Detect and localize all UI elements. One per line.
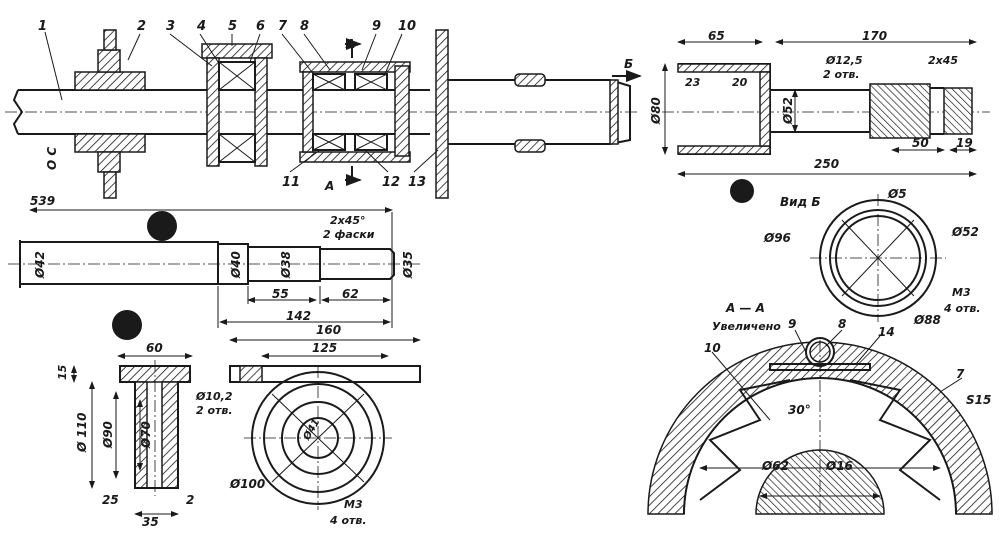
callout-12: 12 [382,175,400,190]
cup-part: 60 15 Ø 110 Ø90 Ø70 25 2 35 [56,341,194,529]
black-dot-marker [147,211,177,241]
callout-10: 10 [398,19,416,34]
dim-142: 142 [286,309,311,323]
callout-10: 10 [704,341,721,355]
callout-3: 3 [166,19,175,34]
flange-13 [435,29,631,199]
dim-50: 50 [912,136,929,150]
callout-6: 6 [256,19,265,34]
dia-16: Ø16 [825,459,853,473]
hole-note-dia: Ø12,5 [825,54,863,67]
radius-s15: S15 [966,393,991,407]
dia-5: Ø5 [887,187,907,201]
dim-160: 160 [316,323,341,337]
flange-part: 160 125 Ø10,2 2 отв. Ø41 Ø100 М3 4 отв. [195,323,421,527]
dim-15: 15 [56,364,69,380]
view-b: Вид Б Ø5 Ø96 Ø52 М3 4 отв. Ø88 [763,187,981,327]
assembly-callouts: 1 2 3 4 5 6 7 8 9 10 11 12 13 O C A A Б [38,19,642,193]
axis-label: O C [45,147,59,170]
callout-1: 1 [38,19,47,34]
hole-count: 2 отв. [196,404,233,417]
dia-96: Ø96 [763,231,791,245]
sleeve-part: 65 170 23 20 Ø12,5 2 отв. 2x45 Ø80 Ø52 5… [649,29,990,177]
shaft-part: 539 2x45° 2 фаски Ø42 Ø40 Ø38 Ø35 55 62 … [8,194,420,328]
dim-539: 539 [30,194,55,208]
angle-30: 30° [788,403,811,417]
callout-5: 5 [228,19,237,34]
thread-m3: М3 [952,286,971,299]
callout-14: 14 [878,325,895,339]
dia-100: Ø100 [229,477,265,491]
dia-80: Ø80 [649,97,663,125]
dim-65: 65 [708,29,725,43]
callout-4: 4 [196,19,206,34]
dim-125: 125 [312,341,337,355]
gear-2 [74,29,146,199]
dia-42: Ø42 [33,251,47,279]
callout-7: 7 [956,367,965,381]
section-title: А — А [725,301,765,315]
dim-23: 23 [685,76,701,89]
dim-170: 170 [862,29,887,43]
dia-52: Ø52 [951,225,979,239]
dim-20: 20 [732,76,748,89]
section-mark-bottom: A [324,179,334,193]
dim-35: 35 [142,515,159,529]
callout-8: 8 [300,19,309,34]
callout-9: 9 [788,317,796,331]
dia-35: Ø35 [401,251,415,279]
hole-dia: Ø10,2 [195,390,233,403]
dim-60: 60 [146,341,163,355]
dim-250: 250 [814,157,839,171]
dia-40: Ø40 [229,251,243,279]
view-mark: Б [624,57,633,71]
dim-62: 62 [342,287,359,301]
bearing-housing-left [201,43,273,167]
dim-25: 25 [102,493,119,507]
callout-11: 11 [282,175,300,190]
dia-88: Ø88 [913,313,941,327]
dia-52: Ø52 [781,97,795,125]
thread-count: 4 отв. [329,514,367,527]
dia-110: Ø 110 [75,413,89,453]
thread-count: 4 отв. [943,302,981,315]
callout-8: 8 [838,317,846,331]
chamfer-count: 2 фаски [323,228,375,241]
black-dot-marker [112,310,142,340]
dim-55: 55 [272,287,289,301]
bearing-housing-right [299,61,411,163]
dia-38: Ø38 [279,251,293,279]
section-aa: А — А Увеличено 9 8 14 10 7 30° S15 Ø62 … [647,301,993,515]
hole-note-count: 2 отв. [823,68,860,81]
callout-7: 7 [278,19,288,34]
assembly-view: 1 2 3 4 5 6 7 8 9 10 11 12 13 O C A A Б [5,19,642,199]
chamfer-note: 2x45 [928,54,958,67]
callout-2: 2 [137,19,146,34]
dim-19: 19 [956,136,973,150]
callout-13: 13 [408,175,426,190]
callout-9: 9 [372,19,381,34]
dia-90: Ø90 [101,421,115,449]
dim-2: 2 [186,493,194,507]
thread-m3: М3 [344,498,363,511]
view-b-title: Вид Б [780,195,821,209]
dia-70: Ø70 [139,421,153,449]
dia-62: Ø62 [761,459,789,473]
section-subtitle: Увеличено [712,320,781,333]
black-dot-marker [730,179,754,203]
chamfer-note: 2x45° [330,214,366,227]
